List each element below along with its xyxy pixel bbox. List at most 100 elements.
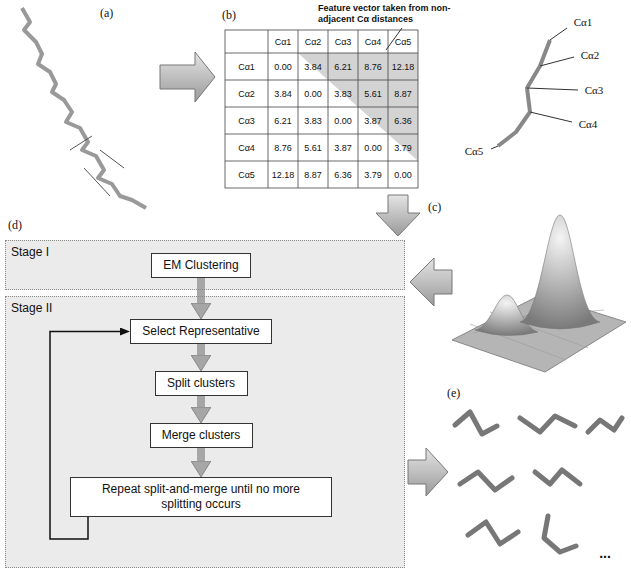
table-header: Cα3 [238, 115, 255, 126]
table-header: Cα5 [395, 36, 412, 47]
grid-line [388, 30, 389, 188]
fragment [460, 472, 512, 490]
table-cell: 6.36 [334, 169, 352, 180]
process-box: Split clusters [155, 371, 248, 396]
block-arrow [160, 52, 215, 102]
table-cell: 12.18 [392, 61, 415, 72]
table-cell: 3.84 [304, 61, 322, 72]
table-header: Cα4 [238, 142, 255, 153]
table-cell: 6.36 [394, 115, 412, 126]
grid-line [358, 30, 359, 188]
box-label: Split clusters [167, 376, 235, 391]
table-header: Cα2 [305, 36, 322, 47]
distance-arrows [70, 136, 124, 196]
fragment [535, 470, 580, 484]
calpha-trace [498, 40, 550, 146]
block-arrow [376, 195, 420, 236]
table-cell: 6.21 [334, 61, 352, 72]
table-header: Cα1 [238, 61, 255, 72]
table-header: Cα5 [238, 169, 255, 180]
block-arrow [410, 258, 452, 306]
grid-line [328, 30, 329, 188]
flow-arrow [197, 396, 205, 407]
table-cell: 8.76 [364, 61, 382, 72]
distance-arrow [100, 150, 124, 168]
band-heading: Stage II [11, 301, 52, 315]
atom-label: Cα1 [574, 16, 593, 29]
box-label: Merge clusters [162, 428, 241, 443]
protein-chain [22, 8, 146, 208]
distance-arrow [84, 168, 110, 196]
table-cell: 8.87 [394, 88, 412, 99]
ellipsis: ... [599, 545, 611, 561]
process-box: Repeat split-and-merge until no more spl… [70, 477, 332, 517]
fragment [588, 418, 622, 432]
atom-label: Cα2 [581, 49, 600, 62]
fragment-set [455, 412, 622, 552]
table-cell: 6.21 [274, 115, 292, 126]
panel-label: (b) [222, 8, 236, 22]
process-box: Select Representative [130, 319, 272, 344]
process-box: Merge clusters [150, 423, 253, 448]
panel-label: (e) [447, 386, 460, 400]
flow-arrow [197, 448, 205, 461]
table-cell: 12.18 [272, 169, 295, 180]
atom-label: Cα4 [579, 118, 598, 131]
band-heading: Stage I [11, 245, 49, 259]
table-cell: 8.76 [274, 142, 292, 153]
panel-label: (c) [428, 200, 441, 214]
table-cell: 3.83 [304, 115, 322, 126]
leader-line [527, 88, 578, 90]
panel-label: (a) [100, 6, 113, 20]
table-header: Cα2 [238, 88, 255, 99]
flow-arrow [197, 344, 205, 355]
table-cell: 0.00 [304, 88, 322, 99]
box-label: Select Representative [142, 324, 259, 339]
table-header: Cα4 [365, 36, 382, 47]
table-cell: 3.79 [364, 169, 382, 180]
fragment [544, 516, 576, 552]
table-cell: 3.87 [364, 115, 382, 126]
table-cell: 0.00 [394, 169, 412, 180]
gaussian-surface [452, 215, 626, 372]
grid-line [268, 30, 269, 188]
table-grid [225, 30, 418, 188]
fragment [468, 522, 518, 544]
grid-line [225, 161, 418, 162]
table-cell: 0.00 [334, 115, 352, 126]
table-cell: 3.83 [334, 88, 352, 99]
atom-label: Cα5 [465, 145, 484, 158]
grid-line [298, 30, 299, 188]
atom-label: Cα3 [585, 84, 604, 97]
leader-line [491, 146, 498, 149]
table-cell: 0.00 [274, 61, 292, 72]
grid-line [225, 134, 418, 135]
leader-line [540, 57, 574, 66]
table-cell: 3.84 [274, 88, 292, 99]
table-cell: 8.87 [304, 169, 322, 180]
atom-leaders [491, 28, 578, 149]
table-cell: 0.00 [364, 142, 382, 153]
band-ground [5, 296, 405, 568]
leader-line [550, 28, 567, 40]
fragment [520, 416, 575, 432]
flow-arrow [197, 278, 205, 303]
table-cell: 5.61 [304, 142, 322, 153]
grid-line [225, 107, 418, 108]
table-cell: 5.61 [364, 88, 382, 99]
stage-band: Select RepresentativeSplit clustersMerge… [5, 296, 405, 568]
grid-line [225, 53, 418, 54]
table-cell: 3.79 [394, 142, 412, 153]
table-border [225, 30, 418, 188]
table-header: Cα1 [275, 36, 292, 47]
table-cell: 3.87 [334, 142, 352, 153]
stage-band: EM Clustering Stage I [5, 240, 405, 290]
panel-label: (d) [8, 218, 22, 232]
box-label: EM Clustering [163, 258, 238, 273]
distance-arrow [70, 136, 92, 150]
block-arrow [408, 448, 448, 496]
fragment [455, 412, 497, 434]
leader-line [530, 112, 572, 122]
large-peak [520, 215, 600, 329]
